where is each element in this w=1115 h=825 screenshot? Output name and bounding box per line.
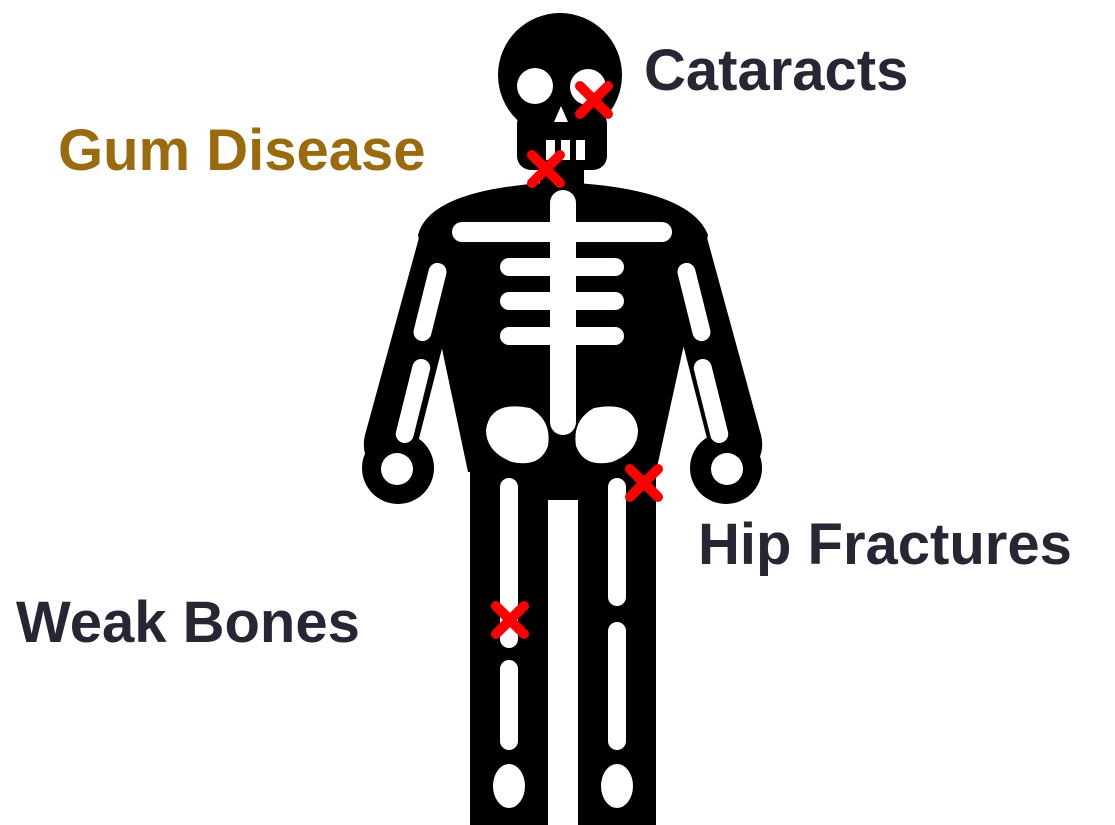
label-cataracts: Cataracts xyxy=(644,42,908,100)
label-hip-fractures: Hip Fractures xyxy=(698,516,1072,574)
label-gum-disease: Gum Disease xyxy=(58,122,426,180)
label-weak-bones: Weak Bones xyxy=(16,594,360,652)
